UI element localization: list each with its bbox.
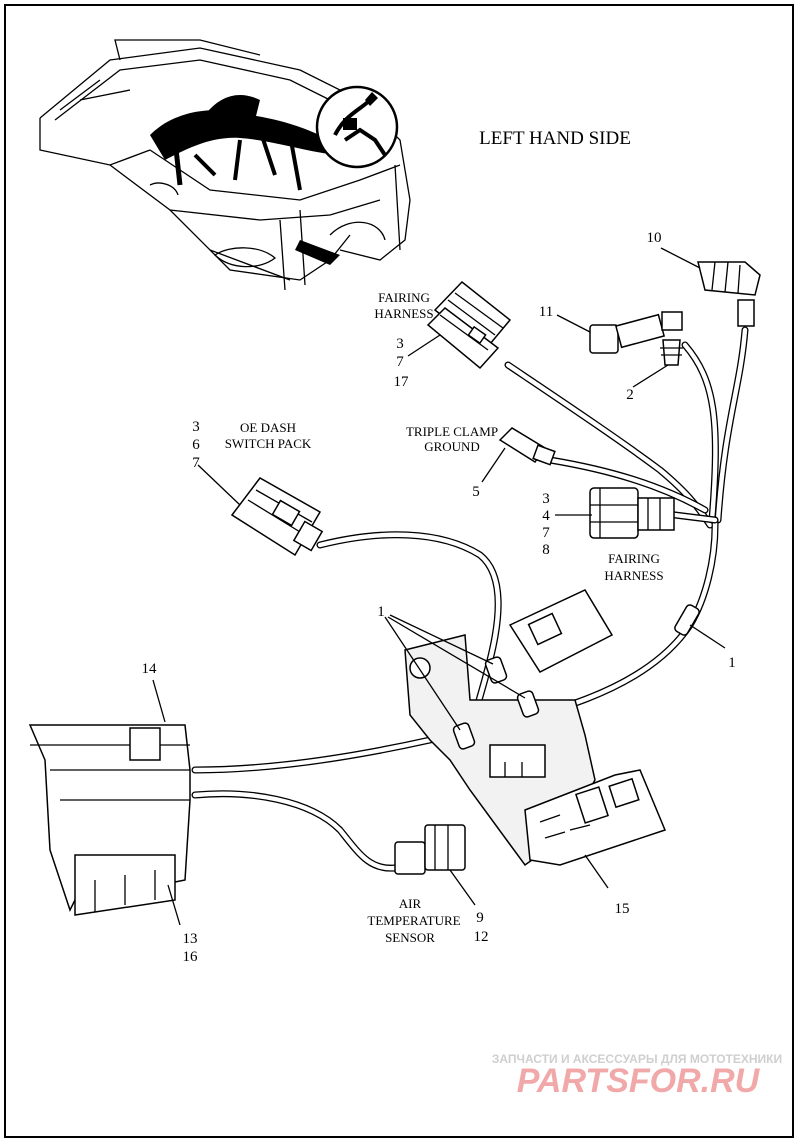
leader-lines	[152, 247, 726, 926]
triple-clamp-label-2: GROUND	[424, 439, 480, 454]
ref-2: 2	[626, 387, 634, 403]
ref-7-top: 7	[396, 354, 404, 370]
ref-12: 12	[474, 929, 489, 945]
air-temp-label-3: SENSOR	[385, 930, 435, 945]
ref-15: 15	[615, 901, 630, 917]
callout-labels: FAIRING HARNESS 3 7 17 OE DASH SWITCH PA…	[142, 230, 736, 965]
watermark: ЗАПЧАСТИ И АКСЕССУАРЫ ДЛЯ МОТОТЕХНИКИ PA…	[492, 1052, 782, 1100]
ref-3-dash: 3	[192, 419, 200, 435]
ref-6-dash: 6	[192, 437, 200, 453]
part-15-bracket-plate	[524, 769, 667, 866]
ref-5: 5	[472, 484, 480, 500]
fairing-harness-mid-label-2: HARNESS	[604, 568, 663, 583]
connector-10	[697, 261, 761, 327]
part-14-instrument-housing	[28, 724, 191, 916]
oe-dash-label-1: OE DASH	[240, 420, 296, 435]
triple-clamp-label-1: TRIPLE CLAMP	[406, 424, 498, 439]
ref-17-top: 17	[394, 374, 410, 390]
fairing-harness-connector-mid	[589, 487, 675, 539]
fairing-harness-top-label-1: FAIRING	[378, 290, 430, 305]
oe-dash-switch-pack-connector	[230, 477, 324, 557]
ref-4-mid: 4	[542, 508, 550, 524]
triple-clamp-ground-connector	[498, 427, 556, 466]
ref-9: 9	[476, 910, 484, 926]
connector-11	[589, 311, 683, 354]
ref-7-mid: 7	[542, 525, 550, 541]
watermark-brand: PARTSFOR.RU	[517, 1062, 761, 1100]
ref-1-cluster: 1	[377, 604, 385, 620]
oe-dash-label-2: SWITCH PACK	[225, 436, 312, 451]
ref-1-right: 1	[728, 655, 736, 671]
cable-ties-1	[452, 604, 700, 750]
air-temperature-sensor-connector	[394, 824, 466, 875]
air-temp-label-2: TEMPERATURE	[367, 913, 460, 928]
page-title: LEFT HAND SIDE	[479, 128, 631, 149]
air-temp-label-1: AIR	[399, 896, 422, 911]
frame-overview-illustration	[39, 39, 411, 291]
ref-13: 13	[183, 931, 198, 947]
fairing-harness-top-label-2: HARNESS	[374, 306, 433, 321]
ref-16: 16	[183, 949, 199, 965]
ref-7-dash: 7	[192, 455, 200, 471]
ref-14: 14	[142, 661, 158, 677]
ground-clip-2	[660, 339, 683, 366]
ref-10: 10	[647, 230, 662, 246]
fairing-harness-connector-top	[426, 280, 512, 370]
drawing-frame	[4, 4, 794, 1138]
fairing-harness-mid-label-1: FAIRING	[608, 551, 660, 566]
ref-3-top: 3	[396, 336, 404, 352]
watermark-tagline: ЗАПЧАСТИ И АКСЕССУАРЫ ДЛЯ МОТОТЕХНИКИ	[492, 1052, 782, 1066]
ref-3-mid: 3	[542, 491, 550, 507]
ref-8-mid: 8	[542, 542, 550, 558]
ref-11: 11	[539, 304, 553, 320]
